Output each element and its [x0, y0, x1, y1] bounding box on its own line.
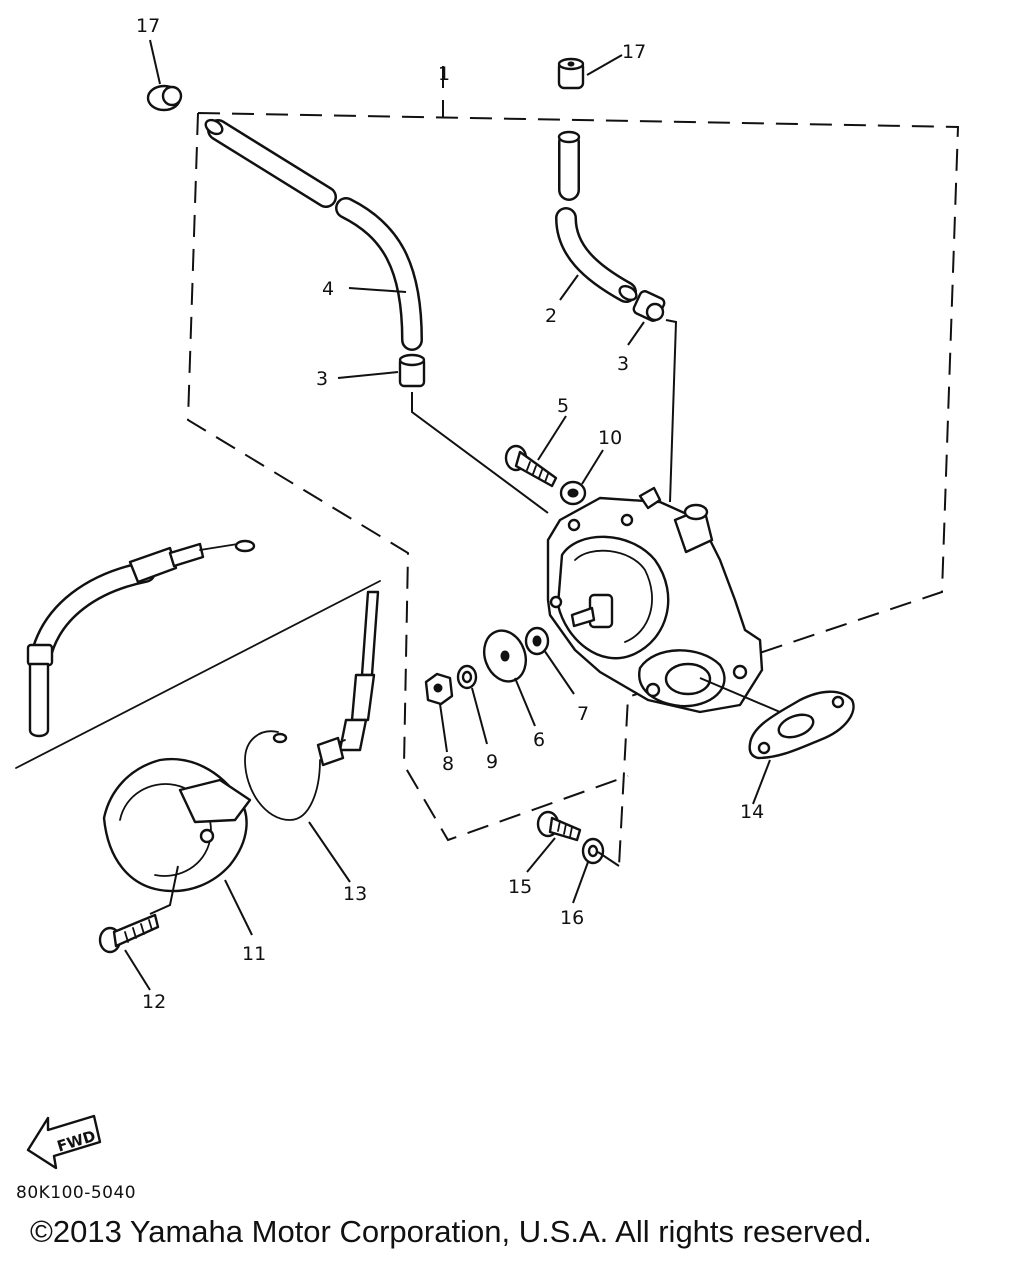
clip-3-right — [632, 290, 666, 322]
bolt-5 — [504, 444, 558, 488]
hose-2 — [555, 130, 638, 303]
washer-10 — [559, 480, 587, 506]
separator-line — [15, 580, 381, 769]
callout-4: 4 — [322, 278, 334, 300]
cover-11 — [102, 757, 252, 893]
fwd-arrow-icon: FWD — [26, 1114, 102, 1170]
callout-6: 6 — [533, 729, 545, 751]
callout-13: 13 — [343, 883, 367, 905]
callout-11: 11 — [242, 943, 266, 965]
diagram-code: 80K100-5040 — [16, 1183, 137, 1203]
callout-14: 14 — [740, 801, 764, 823]
callout-8: 8 — [442, 753, 454, 775]
callout-3-left: 3 — [316, 368, 328, 390]
callout-10: 10 — [598, 427, 622, 449]
bolt-15 — [536, 810, 582, 842]
callout-12: 12 — [142, 991, 166, 1013]
cable-13 — [244, 590, 380, 821]
callout-3-right: 3 — [617, 353, 629, 375]
oil-pump-body — [546, 486, 764, 714]
callout-1: 1 — [438, 63, 450, 85]
bolt-12 — [98, 913, 160, 954]
callout-9: 9 — [486, 751, 498, 773]
copyright-notice: ©2013 Yamaha Motor Corporation, U.S.A. A… — [30, 1214, 872, 1249]
callout-7: 7 — [577, 703, 589, 725]
hose-4 — [204, 118, 423, 351]
cap-17-right — [557, 57, 585, 90]
callout-15: 15 — [508, 876, 532, 898]
disc-6 — [483, 629, 527, 683]
washer-16 — [581, 837, 605, 865]
washer-7 — [524, 626, 550, 656]
clip-3-left — [398, 353, 426, 388]
assembly-boundary-dashed — [186, 112, 960, 867]
callout-17-right: 17 — [622, 41, 646, 63]
callout-2: 2 — [545, 305, 557, 327]
callout-16: 16 — [560, 907, 584, 929]
callout-5: 5 — [557, 395, 569, 417]
washer-9 — [456, 664, 478, 690]
cap-17-left — [146, 84, 183, 112]
gasket-14 — [748, 690, 855, 760]
nut-8 — [424, 672, 454, 706]
callout-17-left: 17 — [136, 15, 160, 37]
cable-upper-left — [26, 539, 256, 738]
